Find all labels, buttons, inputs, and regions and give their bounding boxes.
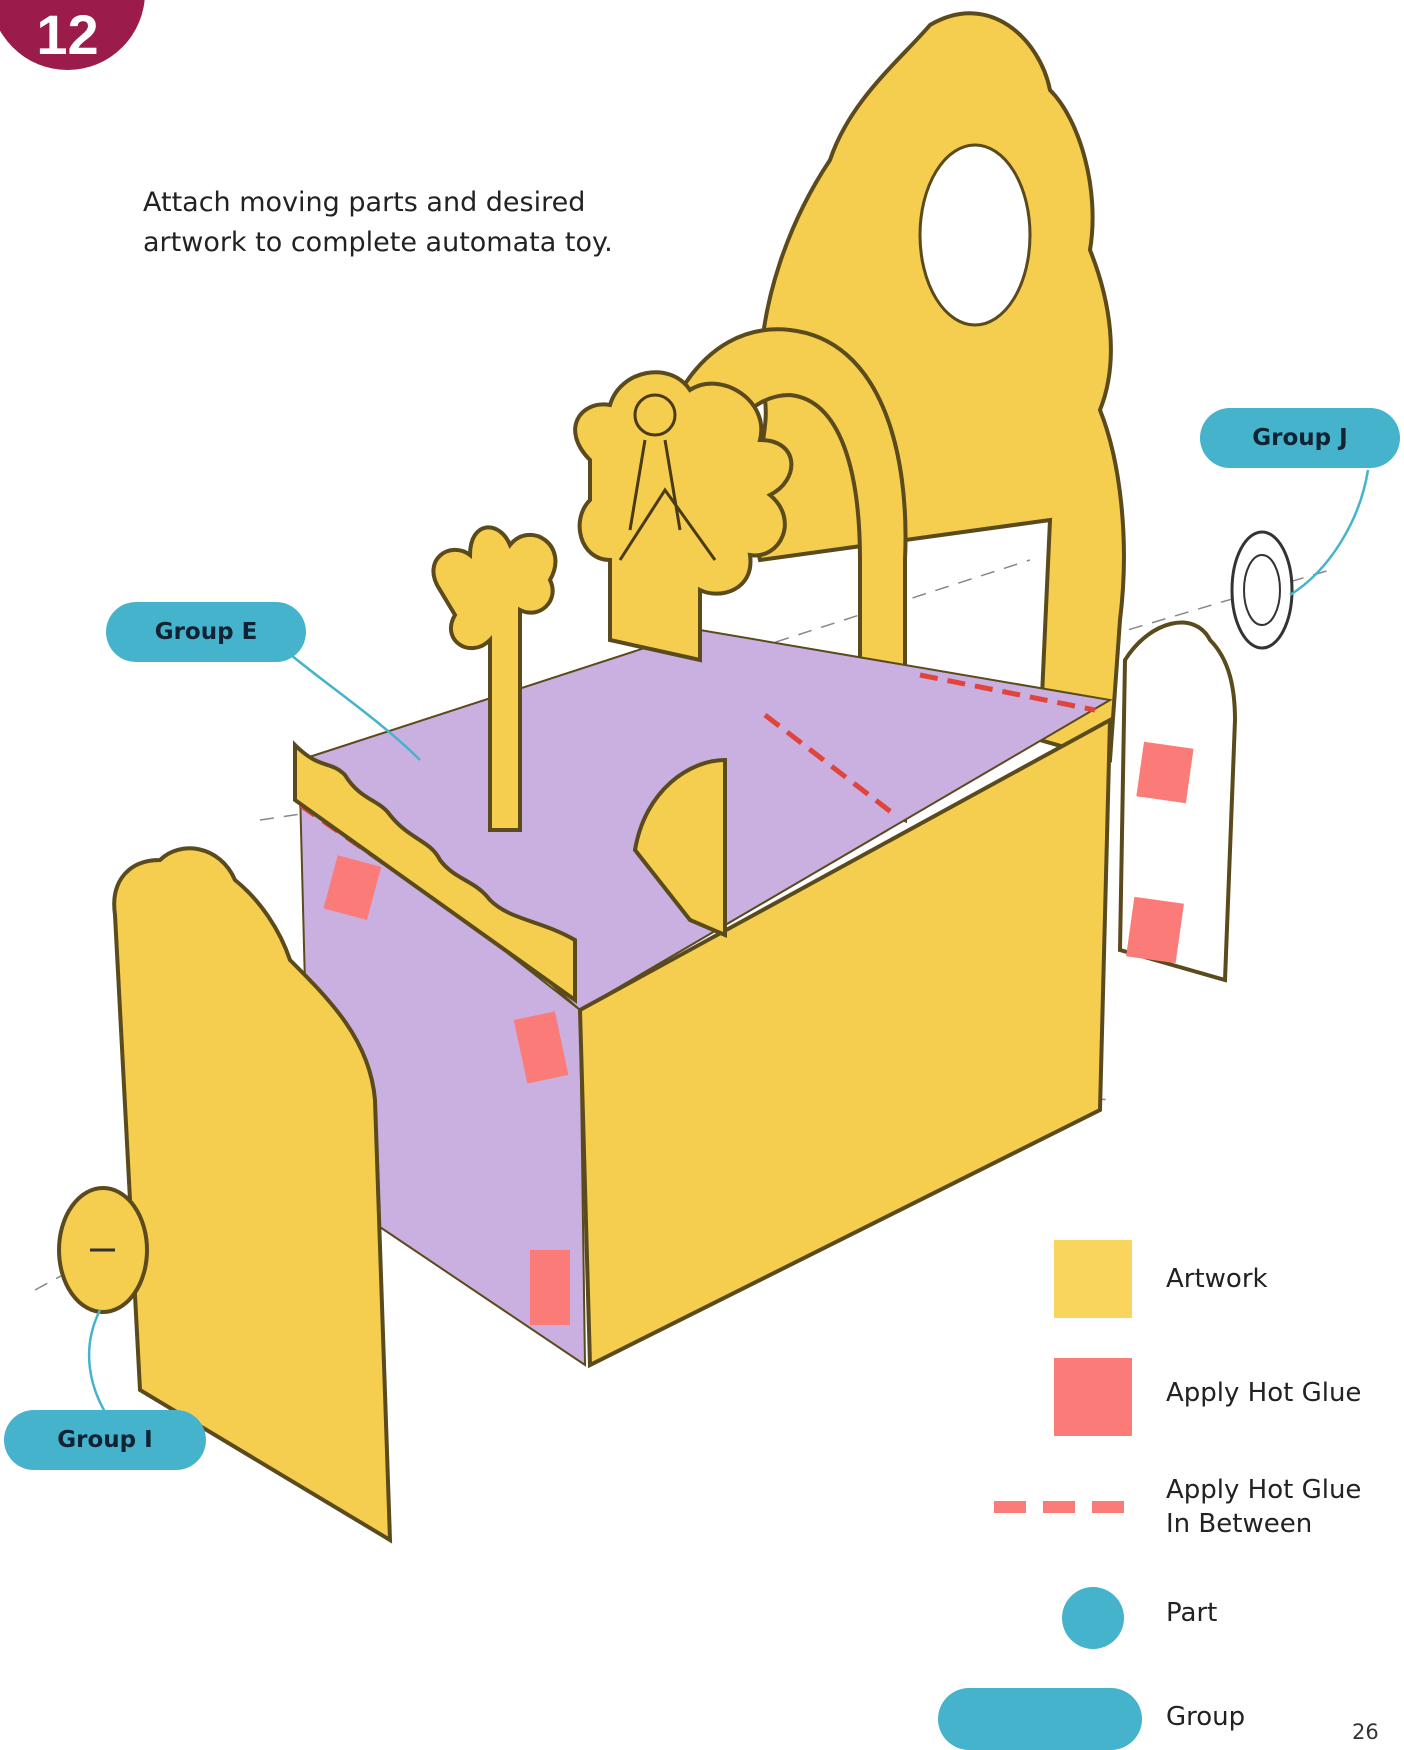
legend-hot-glue-label: Apply Hot Glue [1166,1376,1361,1410]
legend-part-swatch [1062,1587,1124,1649]
group-j-pill: Group J [1200,408,1400,468]
crank-wheel-right [1232,532,1292,648]
group-e-pill: Group E [106,602,306,662]
legend-artwork-swatch [1054,1240,1132,1318]
right-side-panel [1120,623,1235,980]
figure-cloud-artwork [575,372,791,660]
legend-hot-glue-between-swatch [994,1501,1124,1513]
legend-artwork-label: Artwork [1166,1262,1268,1296]
page-number: 26 [1352,1720,1379,1744]
group-i-pill: Group I [4,1410,206,1470]
crank-wheel-left [59,1188,147,1312]
legend-hot-glue-between-label-1: Apply Hot Glue [1166,1473,1361,1507]
legend-group-swatch [938,1688,1142,1750]
legend-hot-glue-swatch [1054,1358,1132,1436]
legend-group-label: Group [1166,1700,1245,1734]
legend-hot-glue-between-label-2: In Between [1166,1507,1312,1541]
legend-part-label: Part [1166,1596,1217,1630]
